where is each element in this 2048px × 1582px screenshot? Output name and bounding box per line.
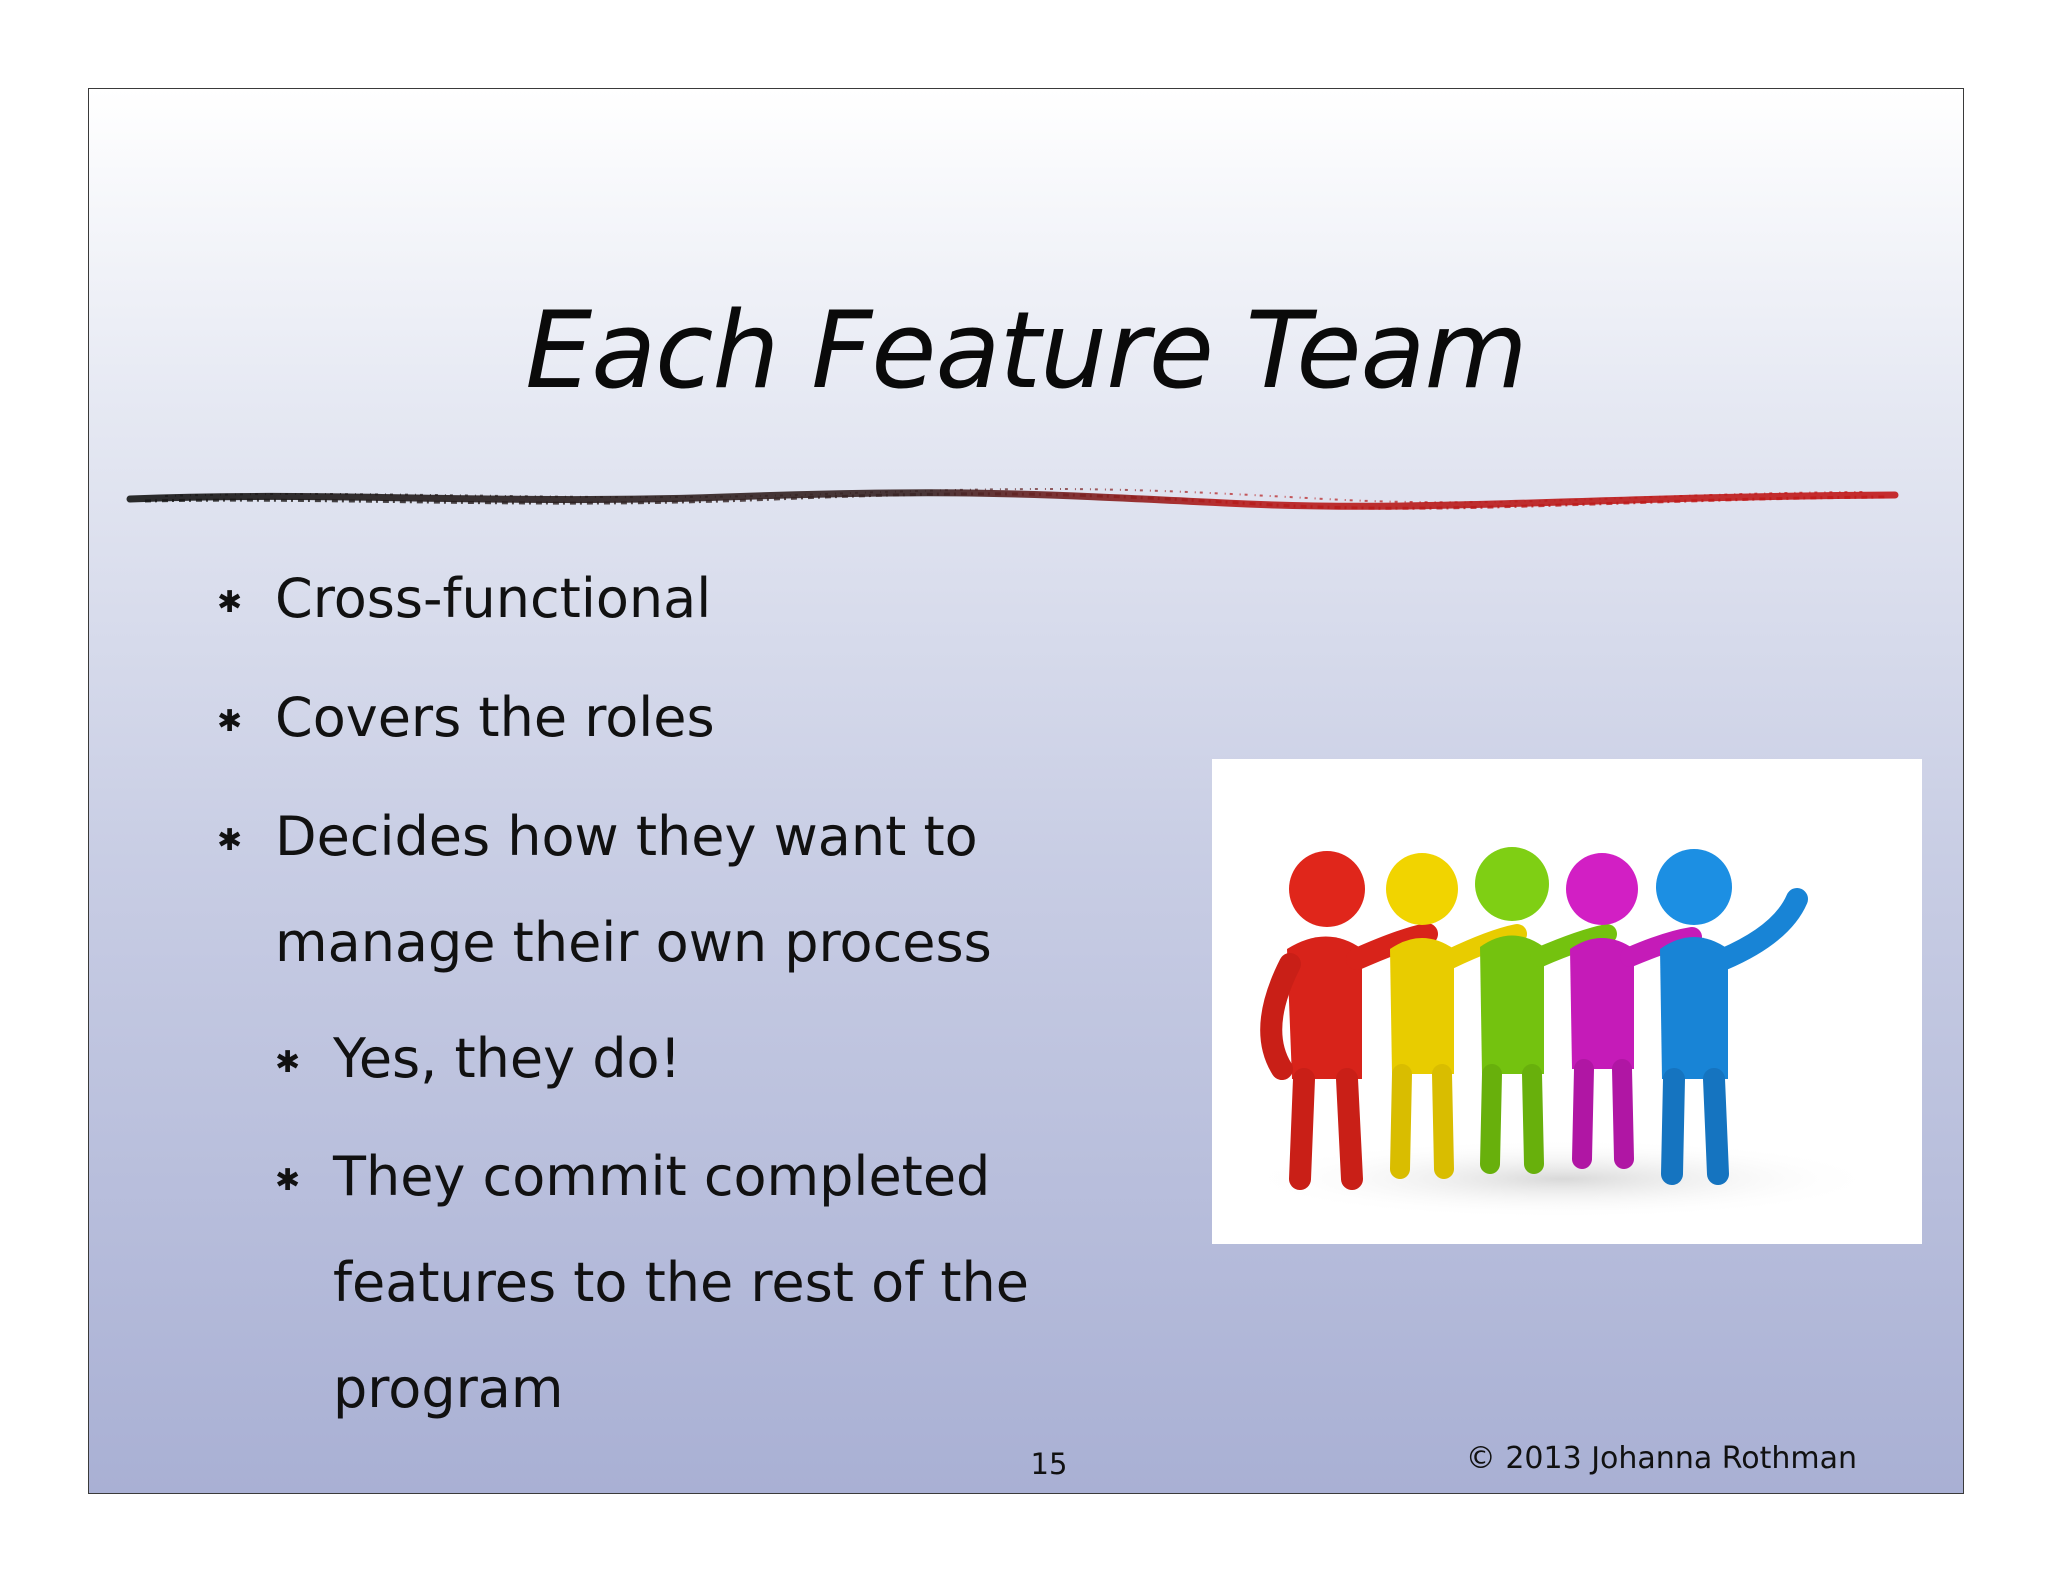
magenta-figure bbox=[1566, 853, 1702, 1169]
brush-stroke-divider bbox=[126, 487, 1899, 510]
page-number: 15 bbox=[1030, 1447, 1068, 1481]
bullet-icon: ✱ bbox=[217, 704, 243, 739]
bullet-item: Covers the roles bbox=[275, 686, 715, 749]
copyright-notice: © 2013 Johanna Rothman bbox=[1465, 1441, 1857, 1476]
bullet-item: Decides how they want to bbox=[275, 805, 978, 868]
bullet-item: Cross-functional bbox=[275, 567, 712, 630]
sub-bullet-continuation: program bbox=[333, 1357, 564, 1420]
red-figure bbox=[1260, 851, 1438, 1190]
green-figure bbox=[1475, 847, 1617, 1174]
sub-bullet-item: Yes, they do! bbox=[333, 1027, 682, 1090]
blue-figure bbox=[1656, 849, 1808, 1185]
sub-bullet-icon: ✱ bbox=[275, 1045, 301, 1080]
bullet-continuation: manage their own process bbox=[275, 911, 992, 974]
sub-bullet-continuation: features to the rest of the bbox=[333, 1251, 1029, 1314]
slide: Each Feature Team ✱ Cross-functional ✱ C… bbox=[88, 88, 1964, 1494]
team-figures-image bbox=[1212, 759, 1922, 1244]
sub-bullet-item: They commit completed bbox=[333, 1145, 991, 1208]
slide-title: Each Feature Team bbox=[525, 289, 1528, 412]
bullet-icon: ✱ bbox=[217, 823, 243, 858]
bullet-icon: ✱ bbox=[217, 585, 243, 620]
sub-bullet-icon: ✱ bbox=[275, 1163, 301, 1198]
